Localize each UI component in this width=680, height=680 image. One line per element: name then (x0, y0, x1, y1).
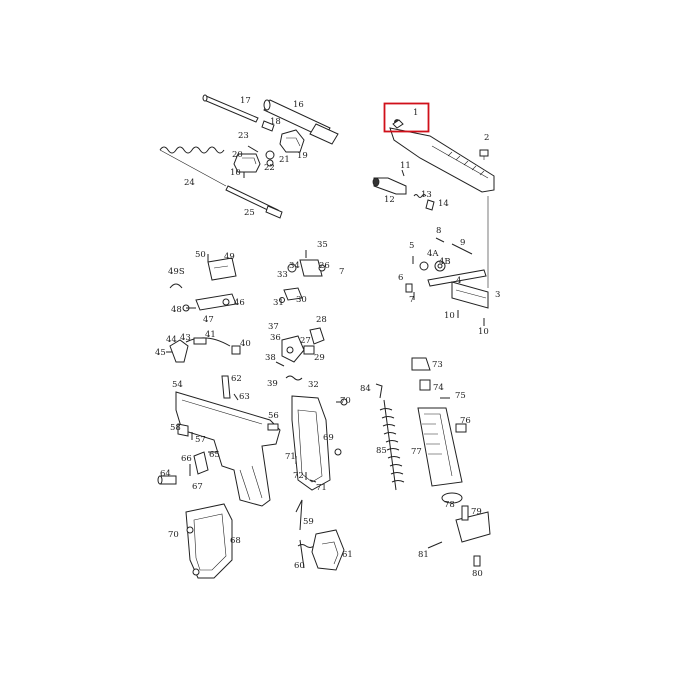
frame-group (157, 375, 281, 507)
part-label-73: 73 (432, 360, 443, 370)
part-label-78: 78 (444, 500, 455, 510)
part-label-1: 1 (413, 108, 418, 118)
part-label-30: 30 (296, 295, 307, 305)
part-label-33: 33 (277, 270, 288, 280)
part-label-9: 9 (460, 238, 465, 248)
part-label-81: 81 (418, 550, 429, 560)
part-label-85: 85 (376, 446, 387, 456)
part-label-23: 23 (238, 131, 249, 141)
part-label-20: 20 (232, 150, 243, 160)
grips-group (185, 395, 348, 579)
part-label-35: 35 (317, 240, 328, 250)
part-label-72: 72 (293, 471, 304, 481)
part-label-58: 58 (170, 423, 181, 433)
part-label-4a: 4A (427, 249, 439, 259)
part-label-50: 50 (195, 250, 206, 260)
part-label-11: 11 (400, 161, 411, 171)
part-label-37: 37 (268, 322, 279, 332)
part-label-60: 60 (294, 561, 305, 571)
part-label-43: 43 (180, 333, 191, 343)
part-label-75: 75 (455, 391, 466, 401)
part-label-16: 16 (293, 100, 304, 110)
part-label-46: 46 (234, 298, 245, 308)
part-label-47: 47 (203, 315, 214, 325)
part-label-19: 19 (297, 151, 308, 161)
part-label-71a: 71 (285, 452, 296, 462)
part-label-8: 8 (436, 226, 441, 236)
part-label-7: 7 (409, 295, 414, 305)
part-label-2: 2 (484, 133, 489, 143)
part-label-71b: 71 (316, 483, 327, 493)
part-label-18: 18 (270, 117, 281, 127)
part-label-3: 3 (495, 290, 500, 300)
part-label-31: 31 (273, 298, 284, 308)
part-label-45: 45 (155, 348, 166, 358)
part-label-5: 5 (409, 241, 414, 251)
part-label-24: 24 (184, 178, 195, 188)
part-label-39: 39 (267, 379, 278, 389)
part-label-6: 6 (398, 273, 403, 283)
trigger-mechanism-group (166, 250, 326, 381)
part-label-34: 34 (289, 261, 300, 271)
part-label-27: 27 (300, 336, 311, 346)
part-label-70b: 70 (168, 530, 179, 540)
part-label-69: 69 (323, 433, 334, 443)
part-label-44: 44 (166, 335, 177, 345)
part-label-10b: 10 (444, 311, 455, 321)
part-label-7b: 7 (339, 267, 344, 277)
part-label-70a: 70 (340, 396, 351, 406)
part-label-56: 56 (268, 411, 279, 421)
part-label-61: 61 (342, 550, 353, 560)
part-label-12: 12 (384, 195, 395, 205)
part-label-62: 62 (231, 374, 242, 384)
part-label-84: 84 (360, 384, 371, 394)
part-label-57: 57 (195, 435, 206, 445)
part-label-28: 28 (316, 315, 327, 325)
part-label-4: 4 (456, 276, 461, 286)
part-label-29: 29 (314, 353, 325, 363)
part-label-40: 40 (240, 339, 251, 349)
part-label-65: 65 (209, 450, 220, 460)
part-label-36: 36 (270, 333, 281, 343)
part-label-38: 38 (265, 353, 276, 363)
part-label-22: 22 (264, 163, 275, 173)
part-label-17: 17 (240, 96, 251, 106)
part-label-80: 80 (472, 569, 483, 579)
part-label-10c: 10 (478, 327, 489, 337)
part-label-49: 49 (224, 252, 235, 262)
part-label-59: 59 (303, 517, 314, 527)
magazine-group (375, 357, 491, 567)
part-label-26: 26 (319, 261, 330, 271)
part-label-21: 21 (279, 155, 290, 165)
part-label-64: 64 (160, 469, 171, 479)
part-label-10a: 10 (230, 168, 241, 178)
barrel-group (159, 94, 339, 219)
part-label-49s: 49S (168, 267, 185, 277)
part-label-79: 79 (471, 507, 482, 517)
part-labels: 1 2 3 4 4A 4B 5 6 7 7 8 9 10 10 10 11 12… (155, 96, 500, 579)
part-label-4b: 4B (439, 257, 451, 267)
part-label-14: 14 (438, 199, 449, 209)
part-label-13: 13 (421, 190, 432, 200)
part-label-48: 48 (171, 305, 182, 315)
slide-group (372, 119, 495, 326)
part-label-41: 41 (205, 330, 216, 340)
part-label-66: 66 (181, 454, 192, 464)
part-label-74: 74 (433, 383, 444, 393)
part-label-54: 54 (172, 380, 183, 390)
part-label-76: 76 (460, 416, 471, 426)
part-label-63: 63 (239, 392, 250, 402)
part-label-67: 67 (192, 482, 203, 492)
part-label-25: 25 (244, 208, 255, 218)
highlight-box (383, 102, 430, 133)
part-label-77: 77 (411, 447, 422, 457)
part-label-32: 32 (308, 380, 319, 390)
part-label-68: 68 (230, 536, 241, 546)
